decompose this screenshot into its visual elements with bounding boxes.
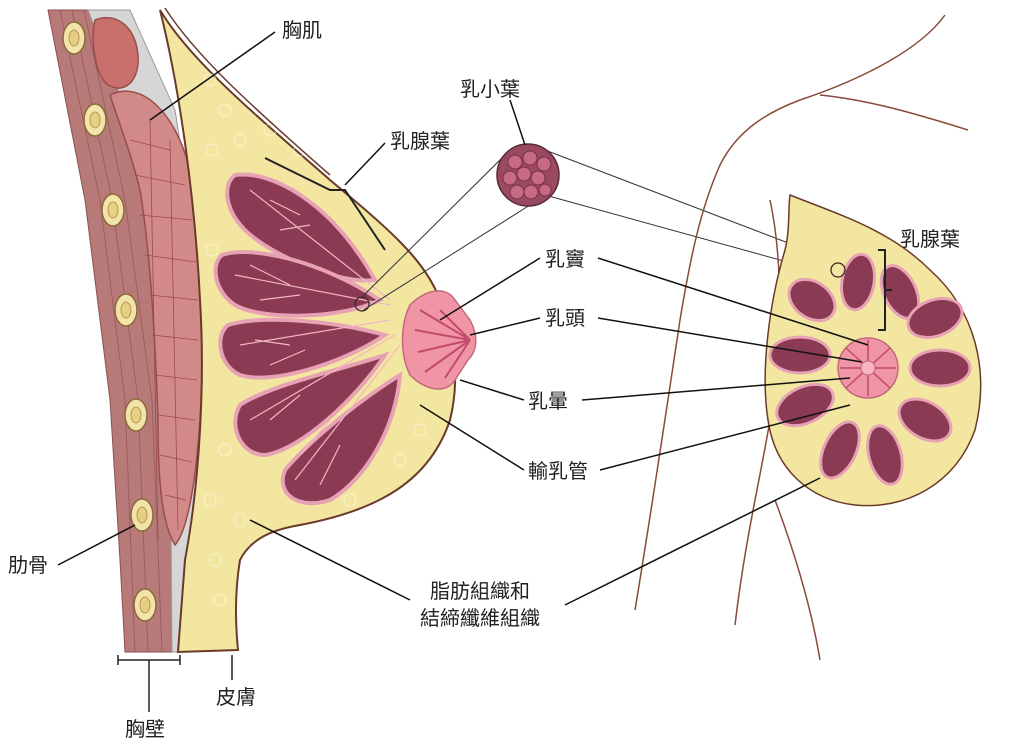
label-rib: 肋骨	[8, 553, 48, 577]
lobe	[233, 351, 390, 458]
upper-muscle	[92, 16, 139, 89]
label-skin: 皮膚	[216, 685, 256, 709]
label-lobe-right: 乳腺葉	[900, 227, 960, 251]
lobule-marker-right	[830, 262, 846, 278]
leader-lines	[57, 31, 869, 606]
muscle-cells	[129, 119, 199, 541]
lobe	[908, 348, 972, 388]
lobe	[280, 371, 403, 506]
label-pectoral-muscle: 胸肌	[282, 18, 322, 42]
lobe	[768, 335, 832, 375]
label-fat-connective: 脂肪組織和 結締纖維組織	[400, 578, 560, 632]
lobe	[775, 382, 835, 428]
label-duct: 輸乳管	[528, 459, 588, 483]
label-nipple: 乳頭	[545, 306, 585, 330]
nipple-front	[860, 360, 876, 376]
areola-rays	[840, 340, 896, 396]
lobe	[866, 424, 904, 486]
lobe-brace-right	[878, 249, 892, 331]
magnified-lobule	[361, 143, 839, 312]
lobe	[787, 277, 837, 323]
lobes-right	[768, 252, 972, 486]
lobe-brace	[264, 157, 386, 251]
label-areola: 乳暈	[528, 389, 568, 413]
label-lobule: 乳小葉	[460, 77, 520, 101]
fat-texture	[203, 73, 427, 607]
rib-cores	[68, 29, 151, 614]
label-fat-line1: 脂肪組織和	[430, 579, 530, 603]
lobe	[897, 397, 953, 443]
frontal-view	[634, 14, 982, 661]
lobe	[819, 420, 861, 480]
label-lobe-left: 乳腺葉	[390, 129, 450, 153]
skin-outline	[164, 7, 331, 176]
label-sinus: 乳竇	[545, 247, 585, 271]
nipple-rays	[414, 309, 471, 379]
label-chest-wall: 胸壁	[125, 717, 165, 741]
sagittal-section	[47, 7, 477, 712]
lobe-ducts	[234, 189, 401, 486]
lobe	[218, 317, 390, 380]
lobe	[840, 252, 876, 312]
lobe	[906, 297, 964, 339]
label-fat-line2: 結締纖維組織	[420, 606, 540, 630]
nipple-left	[401, 290, 477, 390]
